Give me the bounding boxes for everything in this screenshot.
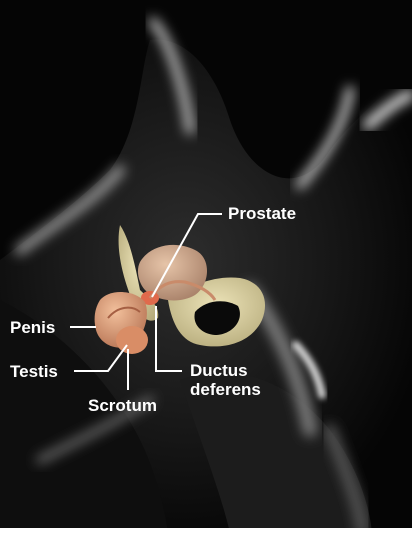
ductus-deferens-label-line1: Ductus: [190, 361, 248, 380]
scrotum-label: Scrotum: [88, 396, 157, 415]
prostate-label: Prostate: [228, 204, 296, 223]
page-border: [0, 528, 412, 533]
ductus-deferens-label-line2: deferens: [190, 380, 261, 399]
penis-label: Penis: [10, 318, 55, 337]
testis-label: Testis: [10, 362, 58, 381]
